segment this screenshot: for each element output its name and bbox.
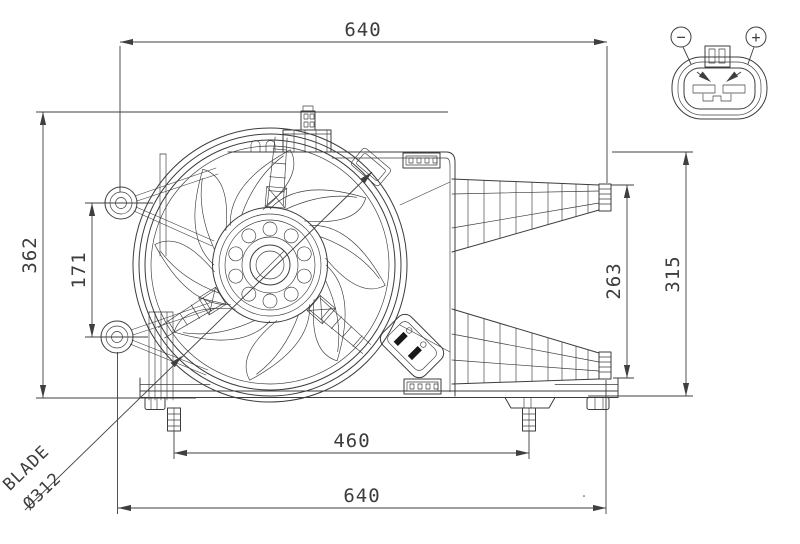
dimension-lines [39, 38, 690, 512]
motor-hub [212, 207, 328, 323]
extension-lines [36, 46, 693, 514]
shroud-frame [139, 151, 619, 410]
bolt-holes [228, 221, 312, 309]
truss-bracket-bottom [451, 308, 612, 385]
shroud-clip [351, 147, 391, 187]
plus-symbol: + [745, 26, 767, 48]
dim-label-top-width: 640 [344, 19, 381, 41]
terminal-strip-bottom [403, 378, 442, 395]
dim-label-bottom-width: 640 [343, 485, 380, 507]
dimensions: 640 640 460 362 171 263 315 BLADE Ø312 [0, 19, 693, 514]
minus-label: − [676, 28, 685, 46]
dim-label-mount-hole-pitch: 171 [68, 251, 90, 288]
shaft-slash [255, 250, 285, 280]
truss-bracket-top [451, 178, 612, 253]
plus-label: + [751, 29, 760, 47]
motor-connector [379, 313, 445, 379]
dim-label-pin-span: 460 [333, 430, 370, 452]
top-pin-bracket [282, 105, 332, 153]
mounting-ear-top [104, 167, 219, 247]
retainer-hooks [250, 140, 276, 153]
fan-blades [154, 149, 386, 381]
dim-label-overall-height: 362 [19, 236, 41, 273]
motor-bracket-arms [157, 136, 371, 354]
polarity-leaders [682, 46, 755, 82]
mount-peg-right [522, 407, 536, 432]
connector-shell [671, 45, 768, 120]
mount-peg-left [167, 407, 181, 432]
terminal-strip-top [402, 152, 441, 169]
dim-label-bracket-tip-span: 263 [603, 262, 625, 299]
shroud-ring [132, 127, 408, 403]
stray-mark [583, 495, 585, 497]
left-rib-struts [148, 153, 174, 401]
connector-detail: − + [670, 26, 768, 120]
fan-assembly [100, 105, 619, 497]
mounting-ear-bottom [100, 301, 215, 376]
dim-label-shroud-height: 315 [662, 255, 684, 292]
minus-symbol: − [670, 26, 692, 48]
